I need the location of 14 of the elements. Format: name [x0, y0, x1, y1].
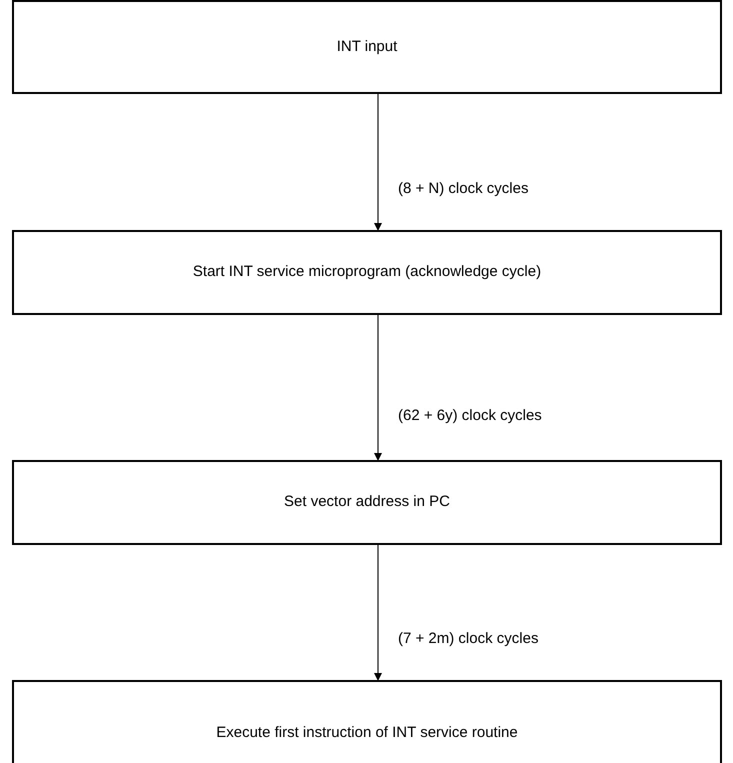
box-label: Execute first instruction of INT service routine	[216, 723, 518, 743]
box-label: INT input	[336, 36, 398, 57]
process-box	[12, 0, 722, 94]
edge-label: (7 + 2m) clock cycles	[398, 631, 538, 646]
process-box	[12, 680, 722, 763]
box-label: Start INT service microprogram (acknowledge cycle)	[192, 262, 542, 282]
arrow	[374, 94, 382, 231]
process-box	[12, 230, 722, 315]
edge-label: (8 + N) clock cycles	[398, 181, 528, 196]
arrow	[374, 544, 382, 681]
edge-label: (62 + 6y) clock cycles	[398, 408, 542, 423]
arrow	[374, 314, 382, 461]
box-label: Set vector address in PC	[284, 492, 450, 512]
process-box	[12, 460, 722, 545]
